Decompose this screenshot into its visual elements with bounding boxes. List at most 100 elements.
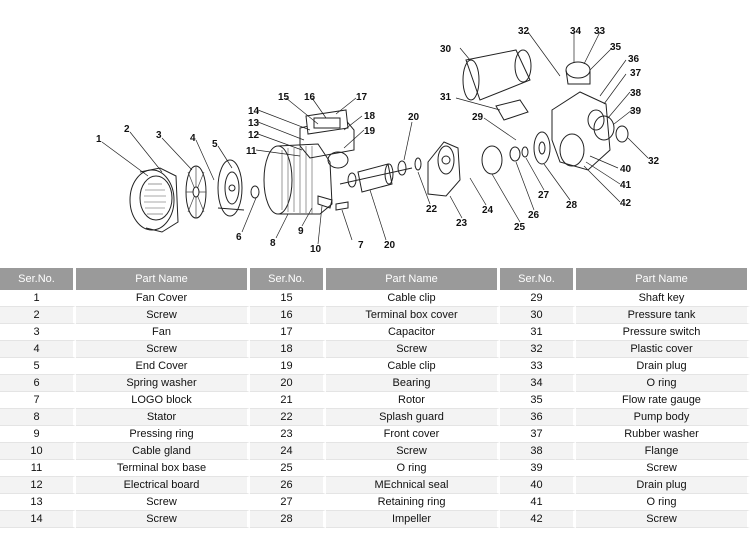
cell-ser-no: 2 <box>0 307 76 324</box>
cell-part-name: Rubber washer <box>576 426 750 443</box>
cell-part-name: Stator <box>76 409 250 426</box>
header-part-name: Part Name <box>76 268 250 290</box>
cell-ser-no: 17 <box>250 324 326 341</box>
cell-part-name: Screw <box>576 511 750 528</box>
header-ser-no: Ser.No. <box>0 268 76 290</box>
pressure-tank-drawing <box>462 49 532 101</box>
callout-5: 5 <box>212 139 218 150</box>
callout-29: 29 <box>472 112 484 123</box>
callout-19: 19 <box>364 126 376 137</box>
fan-drawing <box>185 165 207 219</box>
callout-41: 41 <box>620 180 632 191</box>
pressure-switch-drawing <box>495 99 529 121</box>
impeller-drawing <box>533 131 551 165</box>
callout-34: 34 <box>570 26 582 37</box>
cell-ser-no: 31 <box>500 324 576 341</box>
cell-ser-no: 14 <box>0 511 76 528</box>
header-part-name: Part Name <box>576 268 750 290</box>
header-ser-no: Ser.No. <box>250 268 326 290</box>
callout-labels: 1 2 3 4 5 6 7 8 9 10 11 12 13 14 15 16 1… <box>96 26 660 255</box>
cell-ser-no: 4 <box>0 341 76 358</box>
pump-body-drawing <box>551 91 611 171</box>
callout-11: 11 <box>246 146 257 157</box>
cell-ser-no: 39 <box>500 460 576 477</box>
cell-part-name: Impeller <box>326 511 500 528</box>
cell-ser-no: 8 <box>0 409 76 426</box>
cell-ser-no: 33 <box>500 358 576 375</box>
callout-31: 31 <box>440 92 452 103</box>
logo-block-drawing <box>335 201 349 211</box>
callout-40: 40 <box>620 164 632 175</box>
callout-23: 23 <box>456 218 468 229</box>
callout-27: 27 <box>538 190 550 201</box>
callout-22: 22 <box>426 204 438 215</box>
cell-ser-no: 20 <box>250 375 326 392</box>
cell-part-name: Spring washer <box>76 375 250 392</box>
cell-part-name: Screw <box>76 511 250 528</box>
spring-washer-drawing <box>250 185 260 199</box>
cell-ser-no: 34 <box>500 375 576 392</box>
cell-ser-no: 23 <box>250 426 326 443</box>
cell-part-name: Splash guard <box>326 409 500 426</box>
cell-part-name: Screw <box>76 494 250 511</box>
cell-part-name: Shaft key <box>576 290 750 307</box>
table-header-row: Ser.No. Part Name Ser.No. Part Name Ser.… <box>0 268 750 290</box>
callout-1: 1 <box>96 134 102 145</box>
cell-part-name: Drain plug <box>576 477 750 494</box>
callout-36: 36 <box>628 54 640 65</box>
cell-part-name: Screw <box>76 307 250 324</box>
cell-ser-no: 15 <box>250 290 326 307</box>
cell-part-name: Cable gland <box>76 443 250 460</box>
callout-16: 16 <box>304 92 316 103</box>
cell-part-name: Fan Cover <box>76 290 250 307</box>
cell-ser-no: 12 <box>0 477 76 494</box>
callout-33: 33 <box>594 26 606 37</box>
cell-part-name: O ring <box>576 494 750 511</box>
end-cover-drawing <box>217 159 245 217</box>
cell-ser-no: 9 <box>0 426 76 443</box>
cell-ser-no: 30 <box>500 307 576 324</box>
cell-ser-no: 13 <box>0 494 76 511</box>
cell-part-name: Terminal box base <box>76 460 250 477</box>
cell-ser-no: 35 <box>500 392 576 409</box>
cell-part-name: Rotor <box>326 392 500 409</box>
cell-part-name: Flange <box>576 443 750 460</box>
cell-ser-no: 27 <box>250 494 326 511</box>
cell-ser-no: 16 <box>250 307 326 324</box>
cell-part-name: Bearing <box>326 375 500 392</box>
callout-25: 25 <box>514 222 526 233</box>
callout-14: 14 <box>248 106 260 117</box>
splash-guard-drawing <box>414 157 422 171</box>
cell-part-name: Pressing ring <box>76 426 250 443</box>
cell-part-name: End Cover <box>76 358 250 375</box>
fan-cover-drawing <box>129 167 179 233</box>
cell-part-name: Capacitor <box>326 324 500 341</box>
cell-part-name: O ring <box>326 460 500 477</box>
exploded-view-diagram: 1 2 3 4 5 6 7 8 9 10 11 12 13 14 15 16 1… <box>96 26 660 255</box>
callout-28: 28 <box>566 200 578 211</box>
callout-8: 8 <box>270 238 276 249</box>
callout-10: 10 <box>310 244 322 255</box>
cell-ser-no: 32 <box>500 341 576 358</box>
cell-part-name: LOGO block <box>76 392 250 409</box>
cell-part-name: Retaining ring <box>326 494 500 511</box>
callout-20a: 20 <box>408 112 420 123</box>
cell-part-name: Cable clip <box>326 358 500 375</box>
cell-part-name: Cable clip <box>326 290 500 307</box>
cell-ser-no: 10 <box>0 443 76 460</box>
cell-ser-no: 29 <box>500 290 576 307</box>
cell-part-name: Screw <box>76 341 250 358</box>
cell-part-name: O ring <box>576 375 750 392</box>
callout-13: 13 <box>248 118 260 129</box>
cell-part-name: Terminal box cover <box>326 307 500 324</box>
